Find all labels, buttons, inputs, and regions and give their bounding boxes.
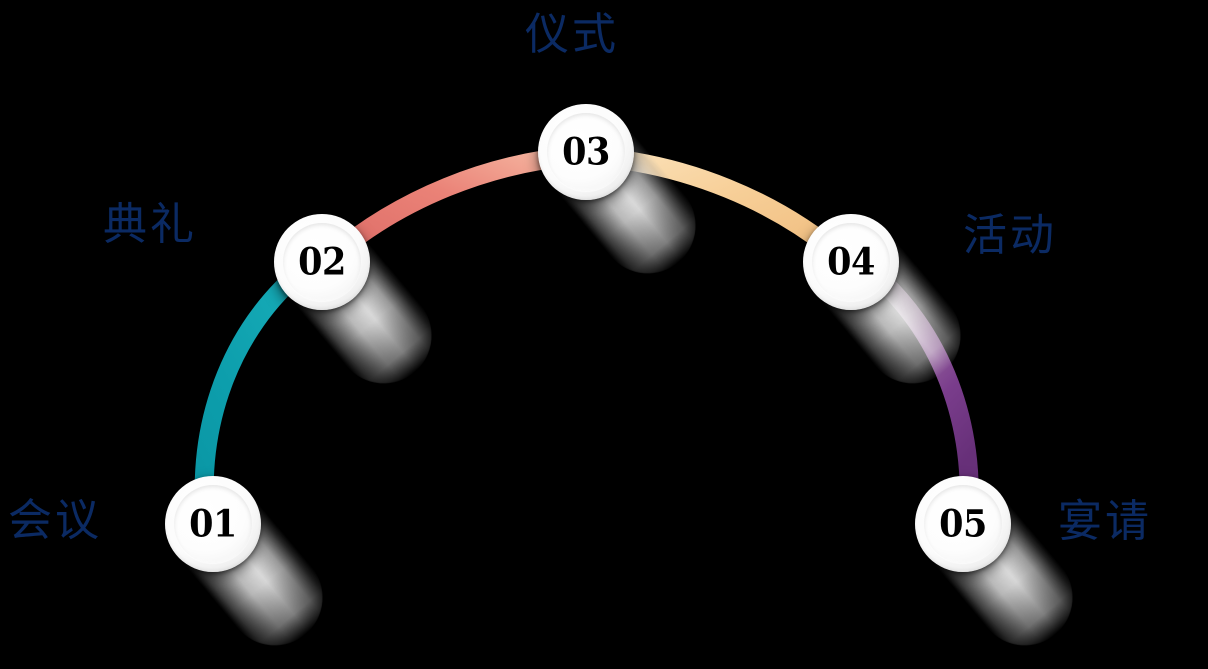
node-inner-face: 04 [812, 223, 890, 301]
step-node-4[interactable]: 04 [783, 194, 981, 404]
step-number: 03 [562, 130, 610, 174]
step-number: 04 [827, 240, 875, 284]
node-inner-face: 01 [174, 485, 252, 563]
step-label-4: 活动 [963, 210, 1057, 261]
node-inner-face: 02 [283, 223, 361, 301]
step-number: 01 [189, 502, 237, 546]
node-inner-face: 05 [924, 485, 1002, 563]
node-ring: 04 [803, 214, 899, 310]
step-label-1: 会议 [8, 495, 102, 546]
step-node-2[interactable]: 02 [254, 194, 452, 404]
step-node-5[interactable]: 05 [895, 456, 1093, 666]
step-node-3[interactable]: 03 [518, 84, 716, 294]
node-ring: 01 [165, 476, 261, 572]
step-node-1[interactable]: 01 [145, 456, 343, 666]
node-ring: 03 [538, 104, 634, 200]
node-inner-face: 03 [547, 113, 625, 191]
node-ring: 05 [915, 476, 1011, 572]
step-number: 02 [298, 240, 346, 284]
step-label-3: 仪式 [525, 9, 619, 60]
node-ring: 02 [274, 214, 370, 310]
step-number: 05 [939, 502, 987, 546]
step-label-2: 典礼 [103, 199, 197, 250]
step-label-5: 宴请 [1058, 496, 1152, 547]
